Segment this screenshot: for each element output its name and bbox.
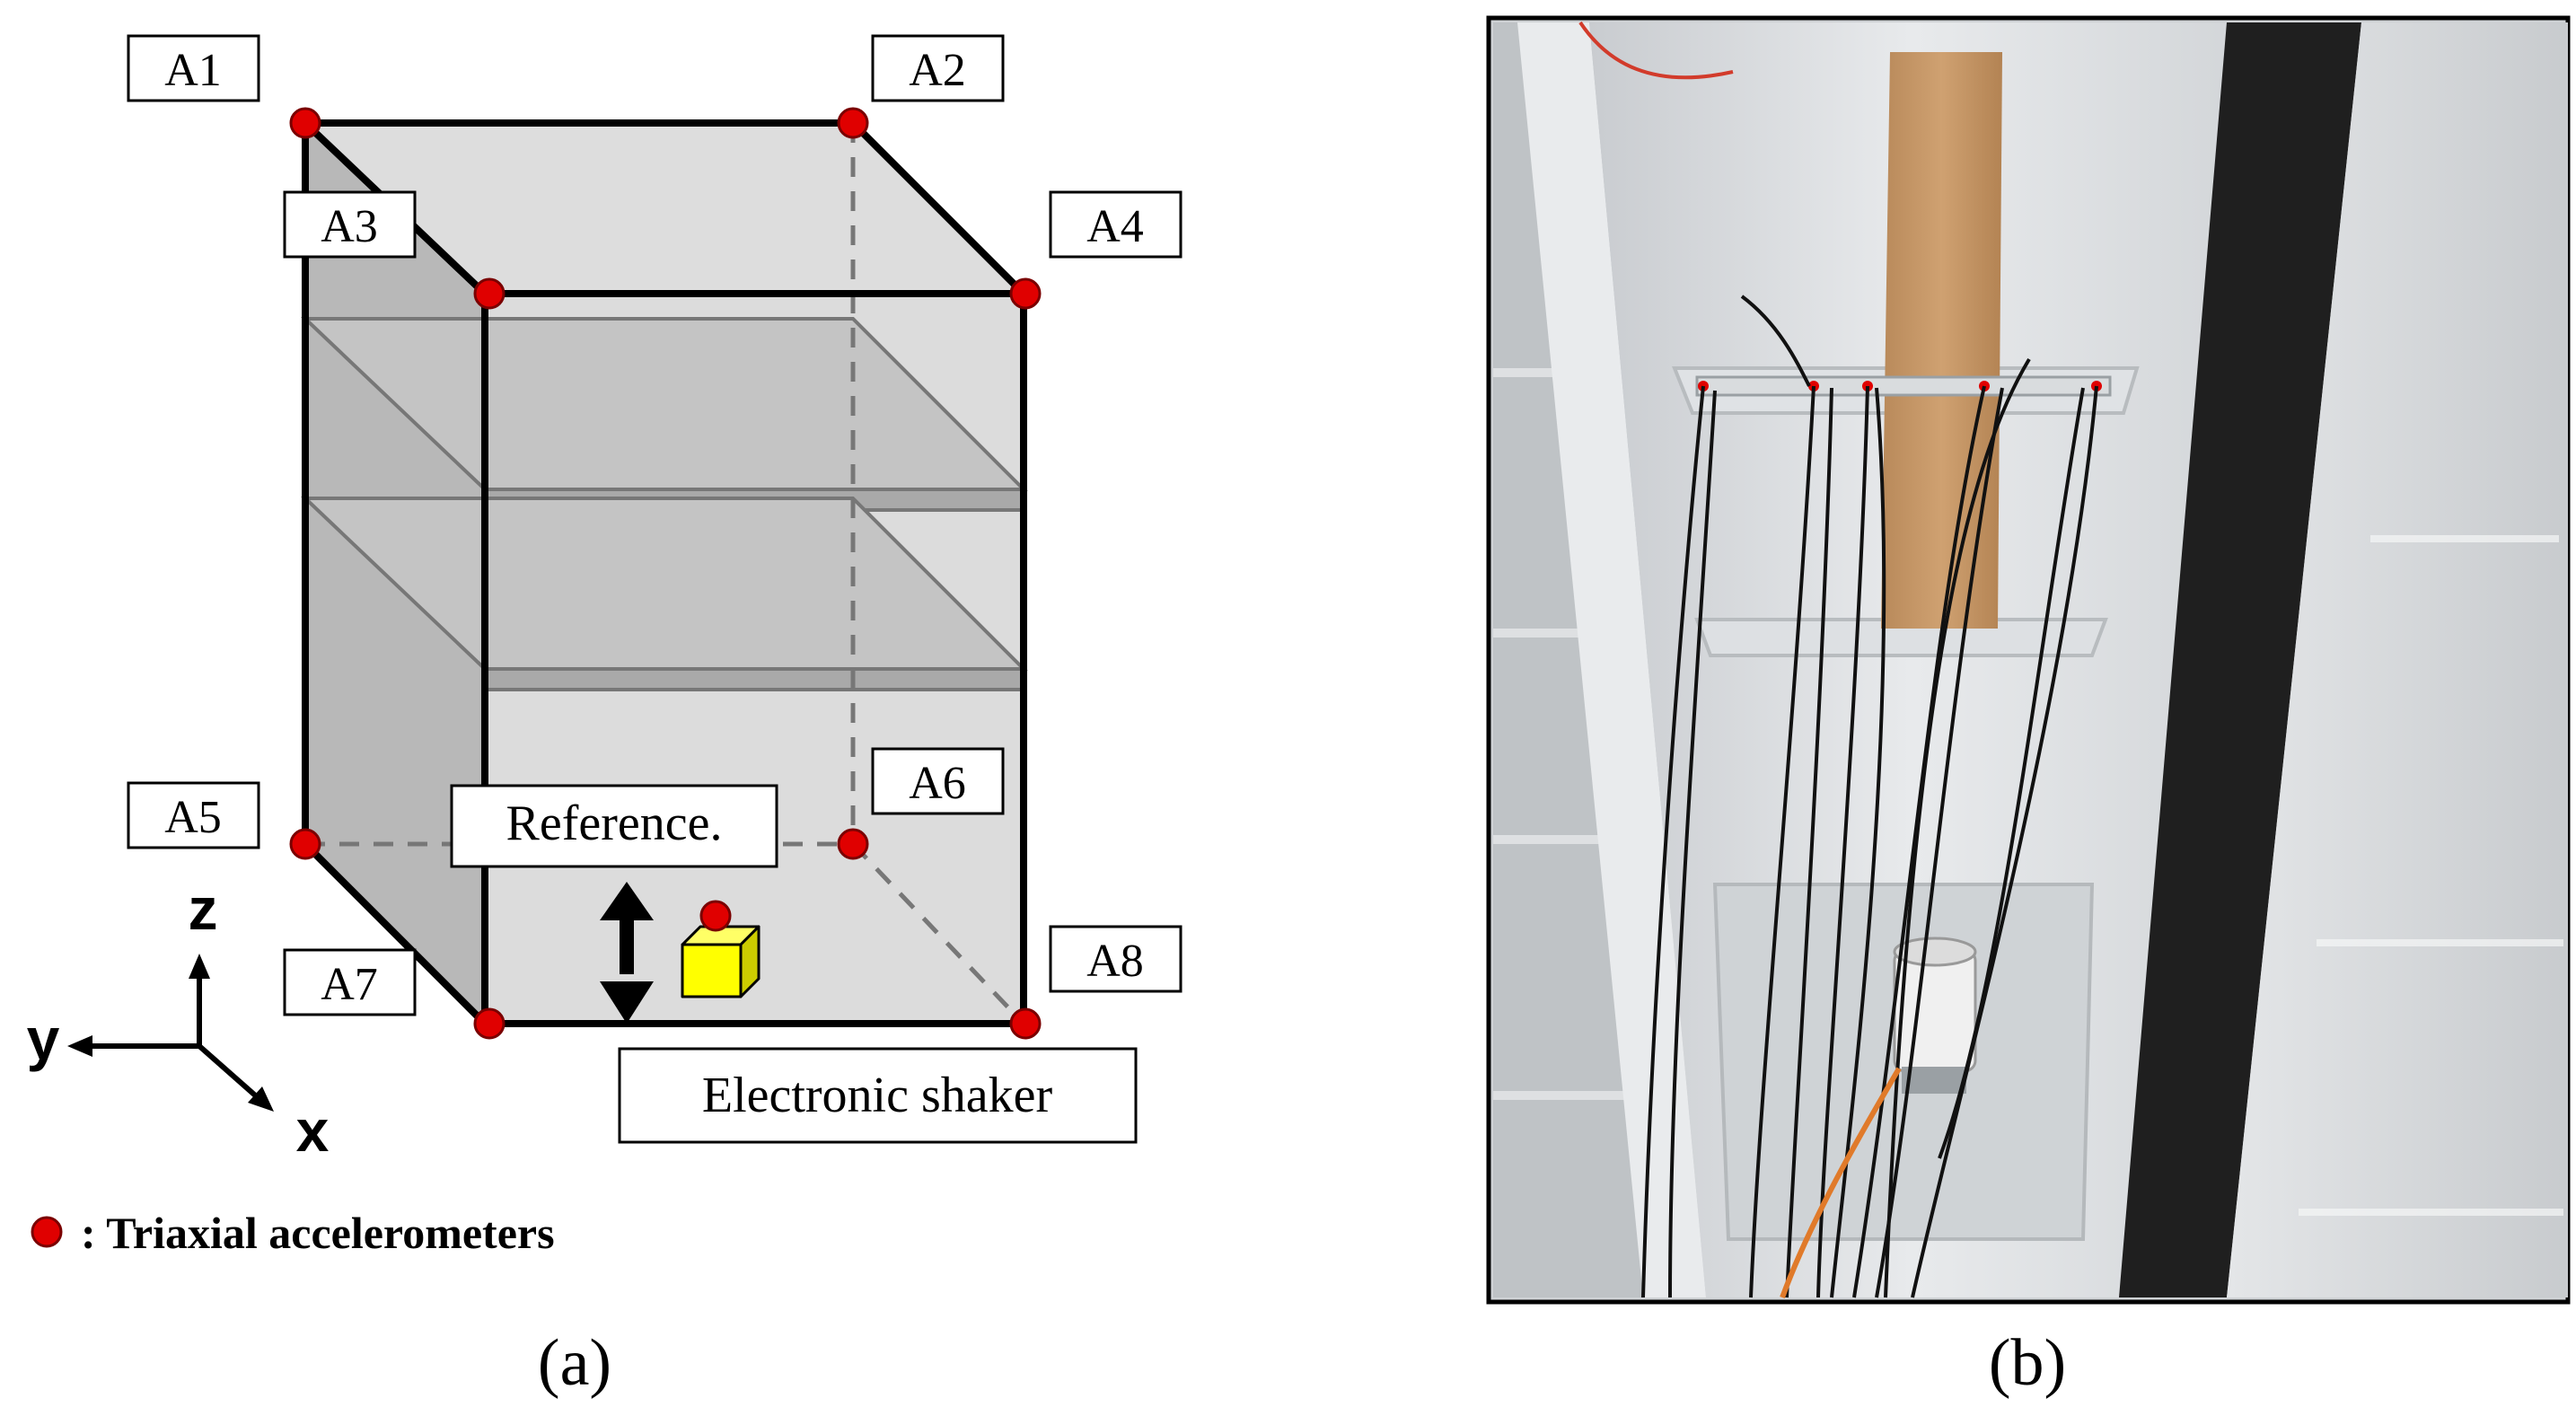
axis-x-label: x bbox=[296, 1097, 330, 1164]
sensor-a3 bbox=[473, 277, 506, 310]
axis-y-label: y bbox=[27, 1006, 60, 1072]
reference-label-box bbox=[450, 784, 778, 868]
cardboard-column bbox=[1881, 52, 2002, 629]
sensor-a2 bbox=[837, 107, 869, 139]
label-a6: A6 bbox=[909, 758, 966, 809]
label-a8: A8 bbox=[1086, 936, 1144, 987]
coordinate-axes bbox=[67, 954, 274, 1112]
label-a2: A2 bbox=[909, 45, 966, 96]
caption-a: (a) bbox=[538, 1326, 611, 1400]
sensor-cables bbox=[1641, 295, 2098, 1298]
shelf-lower-edge bbox=[483, 667, 1025, 691]
right-door bbox=[2227, 22, 2568, 1297]
sensor-a1 bbox=[289, 107, 321, 139]
photo-panel: (b) bbox=[1486, 15, 2571, 1400]
label-a5: A5 bbox=[164, 792, 222, 843]
label-a4: A4 bbox=[1086, 201, 1144, 252]
photo-shaker bbox=[1893, 937, 1977, 1094]
legend-text: : Triaxial accelerometers bbox=[81, 1208, 555, 1258]
sensor-rail bbox=[1695, 375, 2112, 397]
shaker-label-box bbox=[618, 1047, 1138, 1144]
caption-b: (b) bbox=[1989, 1326, 2066, 1400]
axis-z-label: z bbox=[189, 875, 218, 942]
sensor-a8 bbox=[1009, 1007, 1042, 1040]
box-top-face bbox=[305, 123, 1024, 294]
accelerometer-markers bbox=[289, 107, 1042, 1040]
sensor-reference bbox=[699, 900, 732, 932]
corner-labels: A1 A2 A3 A4 A5 A6 A7 A8 bbox=[127, 34, 1182, 1016]
reference-label: Reference. bbox=[506, 796, 723, 851]
label-a1: A1 bbox=[164, 45, 222, 96]
shaker-label: Electronic shaker bbox=[702, 1068, 1053, 1123]
label-a7: A7 bbox=[321, 959, 378, 1010]
sensor-a7 bbox=[473, 1007, 506, 1040]
top-wire bbox=[1578, 21, 1734, 80]
schematic-panel: A1 A2 A3 A4 A5 A6 A7 A8 Reference. Elect… bbox=[27, 34, 1182, 1400]
label-a3: A3 bbox=[321, 201, 378, 252]
legend-marker bbox=[31, 1216, 63, 1248]
shaker-cable bbox=[1780, 1067, 1902, 1299]
sensor-a4 bbox=[1009, 277, 1042, 310]
reference-block bbox=[681, 925, 760, 998]
center-door-edge bbox=[2119, 22, 2361, 1297]
shaker-direction-arrow bbox=[600, 882, 654, 1024]
sensor-a6 bbox=[837, 828, 869, 860]
sensor-a5 bbox=[289, 828, 321, 860]
